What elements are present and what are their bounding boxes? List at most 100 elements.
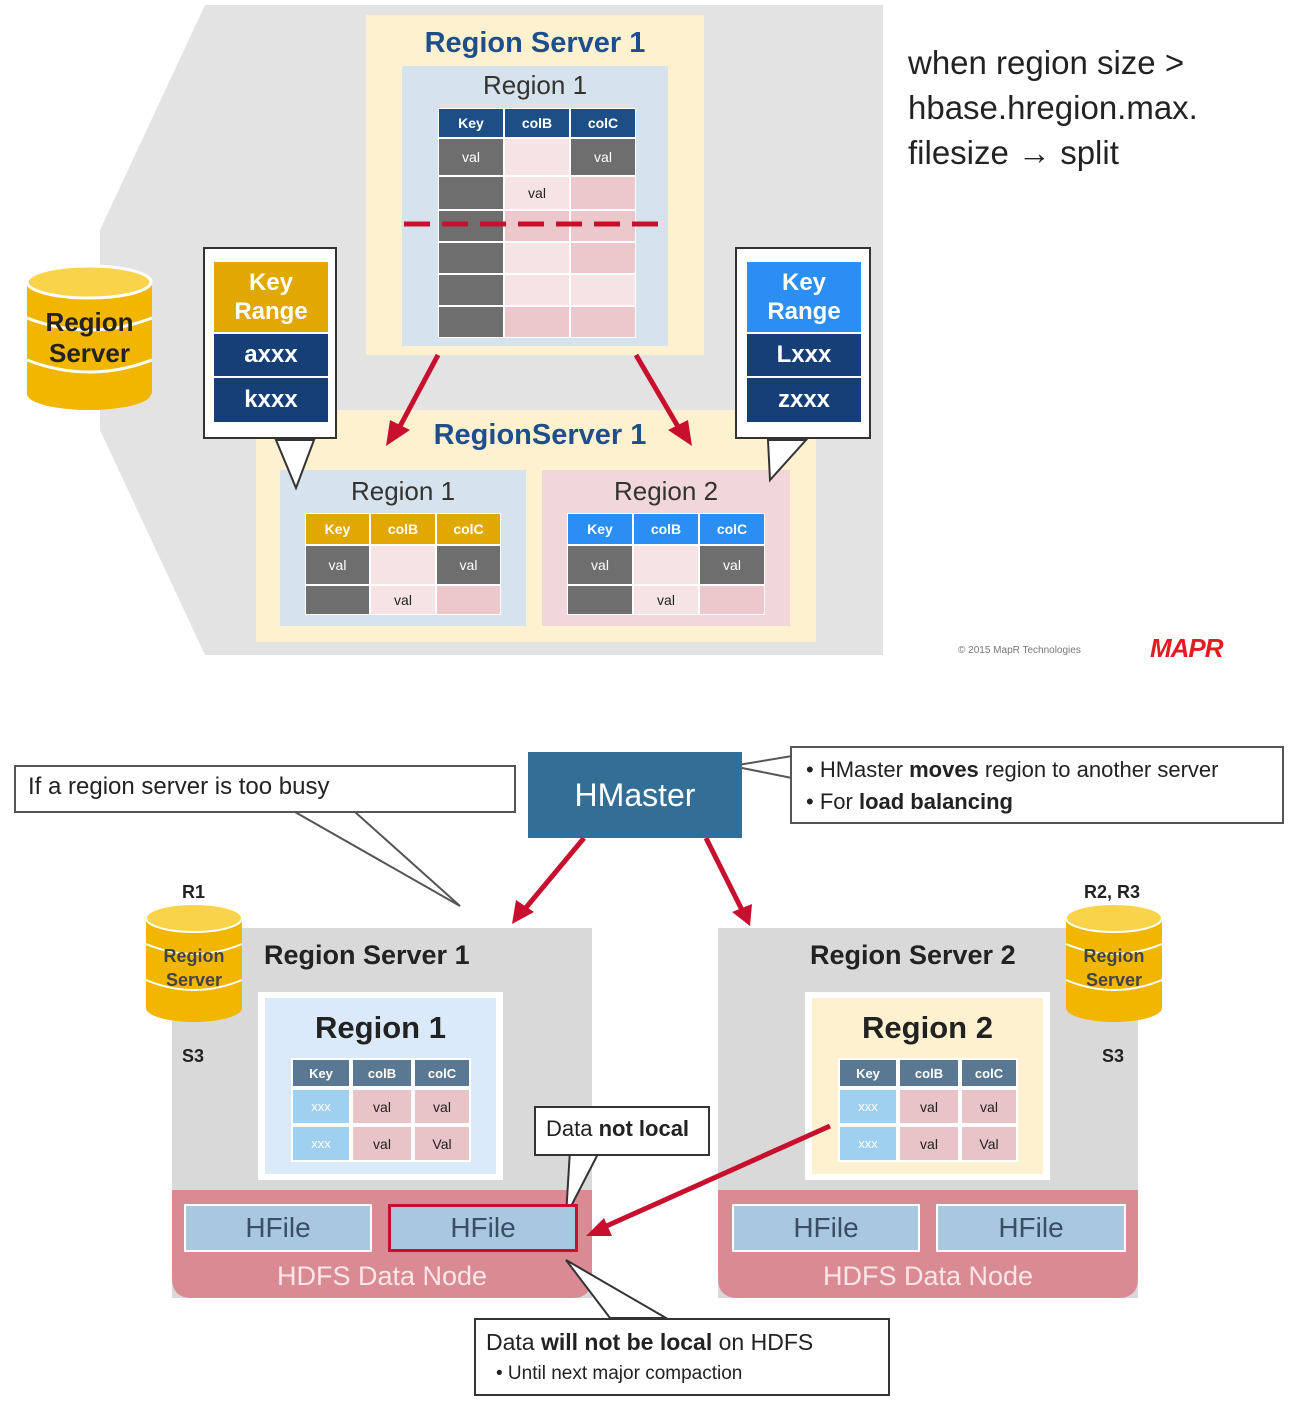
callout-line1: Data will not be local on HDFS [486, 1326, 878, 1358]
header-colb: colB [351, 1058, 413, 1088]
header-colb: colB [370, 513, 436, 545]
table-cell [438, 242, 504, 274]
key-range-start: Lxxx [747, 334, 861, 376]
right-key-range-callout: Key Range Lxxx zxxx [735, 247, 871, 439]
cell-val: val [570, 138, 636, 176]
arrow-head-left [386, 420, 410, 446]
bottom-diagram-graphics [145, 754, 1163, 1319]
table-cell [570, 274, 636, 306]
cell-val: val [436, 545, 501, 585]
region-table-before: Key colB colC val val val [438, 108, 636, 338]
hdfs-label-right: HDFS Data Node [822, 1260, 1034, 1291]
key-range-end: kxxx [214, 378, 328, 422]
database-icon [25, 264, 153, 410]
left-key-range-callout: Key Range axxx kxxx [203, 247, 337, 439]
split-arrow-right [633, 353, 683, 432]
header-colc: colC [570, 108, 636, 138]
callout-bullet: • Until next major compaction [496, 1363, 743, 1384]
table-cell [305, 585, 370, 615]
key-range-start: axxx [214, 334, 328, 376]
region-label-before: Region 1 [482, 69, 588, 100]
callout-text: Data [486, 1329, 541, 1355]
cell-val: val [504, 176, 570, 210]
copyright: © 2015 MapR Technologies [958, 645, 1081, 656]
header-colc: colC [436, 513, 501, 545]
header-key: Key [838, 1058, 898, 1088]
not-local-callout: Data not local [534, 1106, 710, 1156]
row-key: xxx [838, 1088, 898, 1125]
server1-title: Region Server 1 [264, 940, 470, 970]
arrow-region-to-hfile [600, 1123, 832, 1231]
cell-val: val [305, 545, 370, 585]
header-key: Key [438, 108, 504, 138]
table-cell [567, 585, 633, 615]
database-label: Region Server [45, 307, 134, 368]
hmaster-note: • HMaster moves region to another server… [790, 746, 1284, 824]
header-colc: colC [413, 1058, 471, 1088]
left-s-label: S3 [182, 1046, 205, 1066]
table-cell [438, 274, 504, 306]
key-range-title: Key Range [747, 262, 861, 332]
table-cell [370, 545, 436, 585]
note-bold: load balancing [858, 789, 1013, 814]
split-arrow-left [395, 353, 441, 432]
split-note-line3: filesize → split [908, 134, 1119, 171]
database-icon [145, 903, 243, 1022]
callout-bold: not local [598, 1116, 690, 1141]
region1-table: Key colB colC xxx val val xxx val Val [291, 1058, 471, 1162]
header-key: Key [567, 513, 633, 545]
row-val: Val [960, 1125, 1018, 1162]
row-val: Val [413, 1125, 471, 1162]
cell-val: val [699, 545, 765, 585]
key-range-title: Key Range [214, 262, 328, 332]
table-cell [699, 585, 765, 615]
row-key: xxx [291, 1125, 351, 1162]
header-colb: colB [898, 1058, 960, 1088]
row-val: val [413, 1088, 471, 1125]
table-cell [570, 176, 636, 210]
note-line2: • For load balancing [806, 789, 1013, 814]
cell-val: val [438, 138, 504, 176]
hfile-left-1: HFile [184, 1204, 372, 1252]
server2-title: Region Server 2 [810, 940, 1016, 970]
left-db-label: Region Server [163, 946, 225, 990]
header-key: Key [291, 1058, 351, 1088]
left-region-tag: R1 [182, 882, 206, 902]
arrow-to-server1 [522, 836, 586, 912]
row-val: val [898, 1088, 960, 1125]
row-val: val [898, 1125, 960, 1162]
row-val: val [960, 1088, 1018, 1125]
row-key: xxx [838, 1125, 898, 1162]
hfile-right-1: HFile [732, 1204, 920, 1252]
arrow-head [512, 900, 534, 924]
row-key: xxx [291, 1088, 351, 1125]
header-key: Key [305, 513, 370, 545]
hfile-right-2: HFile [936, 1204, 1126, 1252]
row-val: val [351, 1125, 413, 1162]
mapr-logo: MAPR [1150, 633, 1224, 663]
header-colb: colB [633, 513, 699, 545]
right-db-label: Region Server [1083, 946, 1145, 990]
right-callout-tail [766, 439, 809, 483]
hmaster-box: HMaster [528, 752, 742, 838]
region1-label-after: Region 1 [350, 475, 456, 506]
table-cell [570, 242, 636, 274]
hdfs-label-left: HDFS Data Node [276, 1260, 488, 1291]
table-cell [633, 545, 699, 585]
cell-val: val [567, 545, 633, 585]
header-colc: colC [960, 1058, 1018, 1088]
split-note-line2: hbase.hregion.max. [908, 89, 1198, 126]
row-val: val [351, 1088, 413, 1125]
region2-table-after: Key colB colC val val val [567, 513, 765, 615]
table-cell [438, 176, 504, 210]
region2-table: Key colB colC xxx val val xxx val Val [838, 1058, 1018, 1162]
hfile-left-2-highlighted: HFile [388, 1204, 578, 1252]
cell-val: val [370, 585, 436, 615]
arrow-head [586, 1218, 612, 1236]
table-cell [438, 306, 504, 338]
callout-bold: will not be local [540, 1329, 713, 1355]
server-title-before: Region Server 1 [424, 26, 646, 59]
table-cell [570, 306, 636, 338]
right-s-label: S3 [1102, 1046, 1125, 1066]
table-cell [436, 585, 501, 615]
